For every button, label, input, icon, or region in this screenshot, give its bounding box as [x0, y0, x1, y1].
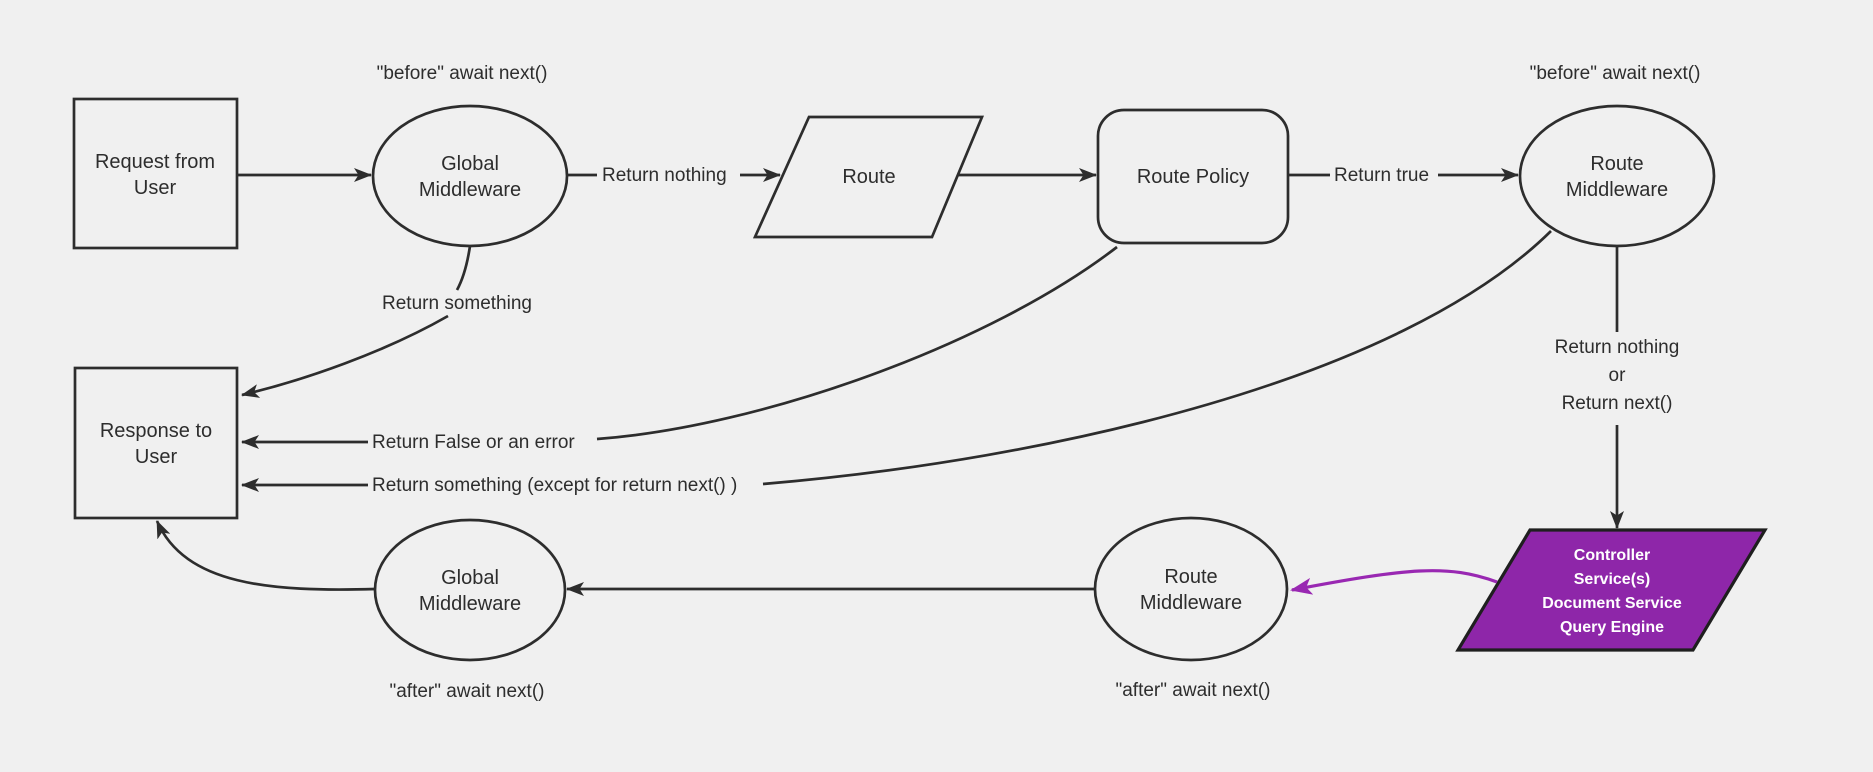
return-nothing-or-label-line-1: Return nothing [1555, 337, 1680, 358]
request-label-line-2: User [134, 177, 177, 199]
global-middleware-before-label-line-2: Middleware [419, 179, 521, 201]
before-await-next-global-annotation: "before" await next() [377, 63, 548, 84]
return-nothing-label: Return nothing [602, 165, 727, 186]
return-nothing-or-label-line-3: Return next() [1562, 393, 1673, 414]
route-label: Route [842, 166, 895, 188]
return-true-label: Return true [1334, 165, 1429, 186]
node-controller-services [1455, 528, 1768, 652]
node-route-policy [1096, 108, 1290, 245]
return-something-except-label: Return something (except for return next… [372, 475, 737, 496]
node-response-to-user [73, 366, 239, 520]
response-label-line-1: Response to [100, 420, 212, 442]
global-middleware-after-label-line-2: Middleware [419, 593, 521, 615]
node-global-middleware-before [371, 104, 569, 248]
return-false-or-error-label: Return False or an error [372, 432, 575, 453]
request-label-line-1: Request from [95, 151, 215, 173]
edge-routemw-to-response-segment-2 [762, 230, 1552, 486]
global-middleware-before-label-line-1: Global [441, 153, 499, 175]
route-middleware-after-label-line-1: Route [1164, 566, 1217, 588]
controller-label-line-4: Query Engine [1560, 619, 1664, 636]
route-policy-label: Route Policy [1137, 166, 1249, 188]
edge-controller-to-routemw-after [1290, 569, 1498, 595]
return-nothing-or-label-line-2: or [1609, 365, 1627, 386]
node-route-middleware-before [1518, 104, 1716, 248]
return-something-label: Return something [382, 293, 532, 314]
edge-policy-to-response-segment-2 [596, 245, 1118, 441]
controller-label-line-3: Document Service [1542, 595, 1682, 612]
controller-label-line-1: Controller [1574, 547, 1650, 564]
node-request-from-user [72, 97, 239, 250]
node-global-middleware-after [373, 518, 567, 662]
edge-global-to-response-segment-1 [455, 245, 472, 291]
after-await-next-route-annotation: "after" await next() [1116, 680, 1271, 701]
after-await-next-global-annotation: "after" await next() [390, 681, 545, 702]
route-middleware-before-label-line-1: Route [1590, 153, 1643, 175]
node-route [752, 115, 985, 239]
global-middleware-after-label-line-1: Global [441, 567, 499, 589]
response-label-line-2: User [135, 446, 178, 468]
node-route-middleware-after [1093, 516, 1289, 662]
edge-global-to-response-segment-2 [241, 314, 449, 398]
controller-label-line-2: Service(s) [1574, 571, 1651, 588]
route-middleware-after-label-line-2: Middleware [1140, 592, 1242, 614]
route-middleware-before-label-line-2: Middleware [1566, 179, 1668, 201]
edge-globalmw-after-to-response [155, 520, 376, 591]
before-await-next-route-annotation: "before" await next() [1530, 63, 1701, 84]
